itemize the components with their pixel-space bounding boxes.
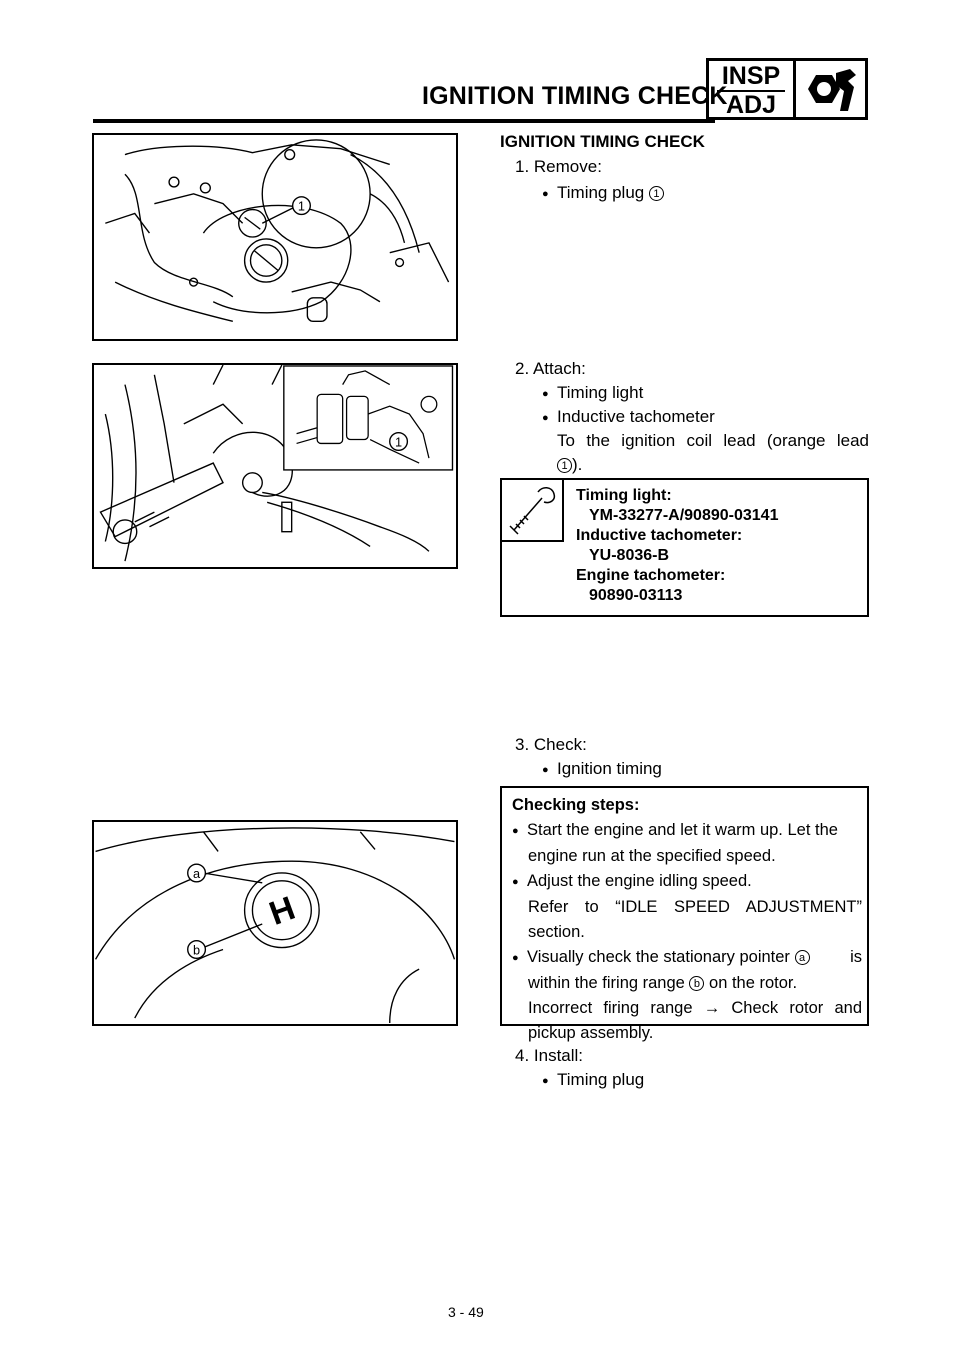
step2-desc-b-text: ).	[572, 455, 583, 474]
step1-item-text: Timing plug	[557, 183, 645, 202]
step4-label: 4. Install:	[515, 1046, 584, 1065]
bullet-icon: ●	[542, 764, 549, 776]
step2-item2: ● Inductive tachometer	[542, 405, 715, 430]
step3-label: 3. Check:	[515, 735, 587, 754]
callout-ref: 1	[648, 186, 664, 201]
step2-item1: ● Timing light	[542, 381, 643, 406]
figure-timing-marks: H a b	[92, 820, 458, 1026]
checking-steps-title: Checking steps:	[512, 796, 640, 814]
badge-insp-label: INSP	[717, 63, 785, 92]
bullet-icon: ●	[542, 188, 549, 200]
checking-b3a: Visually check the stationary pointer	[527, 948, 790, 966]
checking-b1a: Start the engine and let it warm up. Let…	[527, 821, 838, 839]
badge-adj-label: ADJ	[725, 91, 776, 119]
checking-b3e: Incorrect firing range → Check rotor and	[528, 999, 862, 1017]
fig3-mark: H	[265, 890, 300, 933]
step2-label: 2. Attach:	[515, 359, 586, 378]
step1-label: 1. Remove:	[515, 157, 602, 176]
bullet-icon: ●	[542, 388, 549, 400]
checking-b1b: engine run at the specified speed.	[528, 847, 776, 865]
badge-text: INSP ADJ	[709, 61, 796, 119]
checking-b3c: within the firing range	[528, 974, 685, 992]
bullet-icon: ●	[542, 1075, 549, 1087]
step1-item: ● Timing plug 1	[542, 181, 664, 206]
callout-ref-b: b	[689, 976, 705, 991]
bullet-icon: ●	[512, 825, 519, 837]
step2-item1-text: Timing light	[557, 383, 644, 402]
checking-b3b: is	[850, 948, 862, 966]
callout-ref: 1	[557, 458, 572, 473]
checking-bullet-2: ● Adjust the engine idling speed.	[512, 869, 862, 895]
insp-adj-badge: INSP ADJ	[706, 58, 868, 120]
tool-timing-light-label: Timing light:	[576, 487, 672, 504]
checking-b3d: on the rotor.	[709, 974, 798, 992]
tool-engine-tach-label: Engine tachometer:	[576, 567, 726, 584]
step4-item-text: Timing plug	[557, 1070, 645, 1089]
step3-item: ● Ignition timing	[542, 757, 662, 782]
tool-inductive-tach-label: Inductive tachometer:	[576, 527, 743, 544]
fig3-callout-b: b	[193, 942, 200, 957]
step2-item2-text: Inductive tachometer	[557, 407, 715, 426]
special-tools-box: Timing light: YM-33277-A/90890-03141 Ind…	[500, 478, 869, 617]
step3-item-text: Ignition timing	[557, 759, 662, 778]
checking-b3f: pickup assembly.	[528, 1024, 654, 1042]
step2-desc-b: 1).	[557, 453, 582, 477]
bullet-icon: ●	[512, 952, 519, 964]
step4-item: ● Timing plug	[542, 1068, 644, 1093]
fig2-callout: 1	[395, 434, 402, 449]
callout-ref-a: a	[794, 950, 810, 965]
fig3-callout-a: a	[193, 866, 201, 881]
checking-b2c: section.	[528, 923, 585, 941]
special-tool-icon	[502, 480, 564, 542]
header-rule	[93, 119, 715, 123]
checking-bullet-1: ● Start the engine and let it warm up. Le…	[512, 818, 862, 844]
wrench-nut-icon	[796, 61, 865, 117]
section-title: IGNITION TIMING CHECK	[500, 132, 705, 151]
figure-timing-light-attach: 1	[92, 363, 458, 569]
checking-bullet-3: ● Visually check the stationary pointer a…	[512, 945, 862, 971]
bullet-icon: ●	[542, 412, 549, 424]
checking-b2a: Adjust the engine idling speed.	[527, 872, 752, 890]
page-number: 3 - 49	[448, 1304, 484, 1320]
checking-steps-box: Checking steps: ● Start the engine and le…	[500, 786, 869, 1042]
figure-timing-plug-location: 1	[92, 133, 458, 341]
checking-b3-line2: within the firing range b on the rotor.	[512, 971, 862, 996]
bullet-icon: ●	[512, 876, 519, 888]
fig1-callout: 1	[298, 199, 305, 214]
page-header-title: IGNITION TIMING CHECK	[422, 82, 728, 110]
tool-inductive-tach-number: YU-8036-B	[589, 547, 670, 564]
checking-b2b: Refer to “IDLE SPEED ADJUSTMENT”	[528, 898, 862, 916]
step2-desc-a: To the ignition coil lead (orange lead	[557, 431, 869, 450]
tool-timing-light-number: YM-33277-A/90890-03141	[589, 507, 779, 524]
tool-engine-tach-number: 90890-03113	[589, 587, 683, 604]
